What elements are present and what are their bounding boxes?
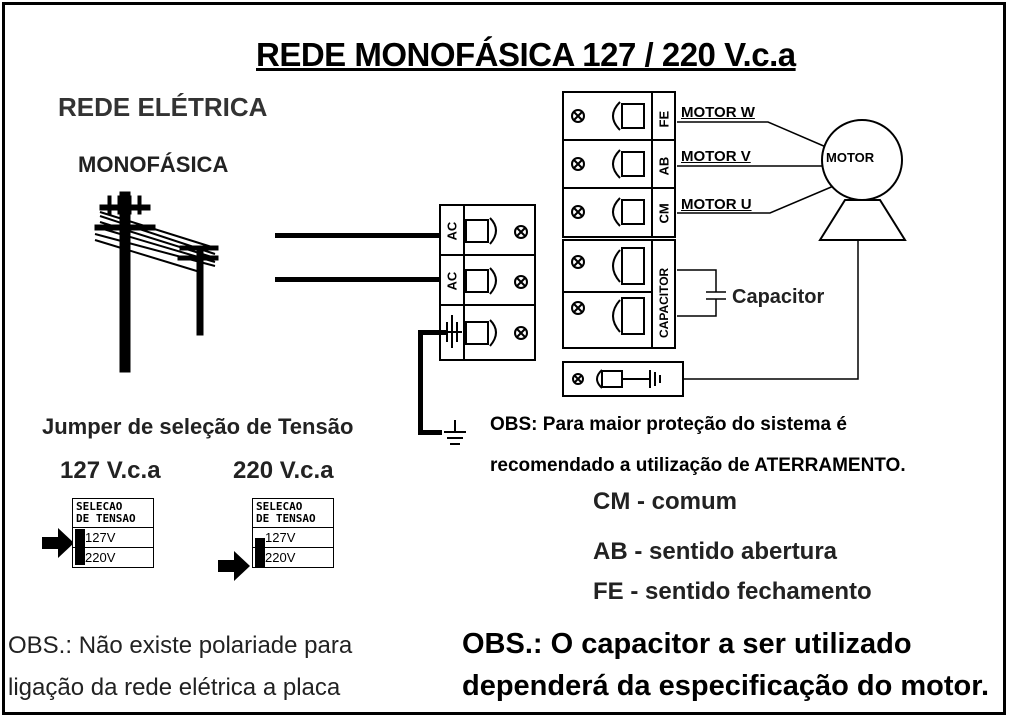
capacitor-icon [677,269,726,317]
motor-w-label: MOTOR W [681,104,755,121]
motor-u-label: MOTOR U [681,196,752,213]
selector-option-127: 127V [73,527,153,565]
terminal-label-fe: FE [656,110,672,128]
terminal-label-capacitor: CAPACITOR [657,267,671,338]
terminal-label-ac-1: AC [444,221,460,241]
motor-icon [818,119,907,241]
terminal-label-ac-2: AC [444,271,460,291]
legend-cm: CM - comum [593,488,737,515]
motor-terminal-block [562,91,676,349]
arrow-127-icon [42,528,74,558]
terminal-label-ab: AB [656,156,672,176]
motor-v-label: MOTOR V [681,148,751,165]
voltage-127-label: 127 V.c.a [60,457,161,484]
jumper-title: Jumper de seleção de Tensão [42,414,354,439]
ac-input-wires [275,233,443,282]
voltage-selector-127: SELECAO DE TENSAO 127V 220V [72,498,154,568]
motor-wires [677,121,837,214]
selector-header: SELECAO DE TENSAO [76,500,136,525]
voltage-selector-220: SELECAO DE TENSAO 127V 220V [252,498,334,568]
earth-ground-icon [444,420,466,445]
monofasica-subheading: MONOFÁSICA [78,152,229,177]
arrow-220-icon [218,551,250,581]
motor-label: MOTOR [826,150,875,165]
page-title: REDE MONOFÁSICA 127 / 220 V.c.a [256,36,796,73]
rede-eletrica-heading: REDE ELÉTRICA [58,92,268,122]
selector-header: SELECAO DE TENSAO [256,500,316,525]
selector-option-127: 127V [253,527,333,547]
obs-capacitor: OBS.: O capacitor a ser utilizado depend… [462,628,989,702]
terminal-label-cm: CM [656,203,672,224]
selector-option-220: 220V [253,538,333,568]
input-terminal-block [439,204,536,361]
ground-terminal [562,361,684,397]
obs-polarity: OBS.: Não existe polariade para ligação … [8,632,353,701]
ground-icon [443,315,462,348]
obs-grounding-line2: recomendado a utilização de ATERRAMENTO. [490,455,906,476]
obs-grounding-line1: OBS: Para maior proteção do sistema é [490,414,847,435]
voltage-220-label: 220 V.c.a [233,457,334,484]
motor-ground-wire [683,240,859,380]
ground-wire [418,330,446,435]
legend-ab: AB - sentido abertura [593,538,838,565]
selector-option-220: 220V [73,547,153,567]
legend-fe: FE - sentido fechamento [593,578,872,605]
capacitor-label: Capacitor [732,286,825,308]
utility-pole-icon [94,191,219,373]
